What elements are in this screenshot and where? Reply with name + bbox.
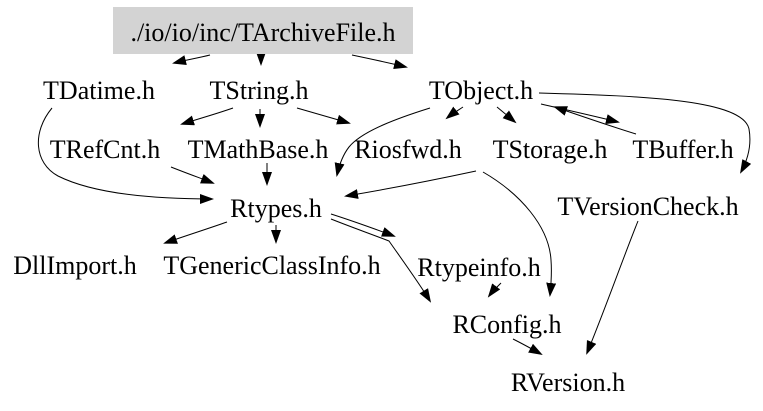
edge-tstring-trefcnt <box>180 107 234 126</box>
node-label-rversion[interactable]: RVersion.h <box>511 368 625 397</box>
edge-rtypeinfo-rconfig <box>487 282 502 298</box>
edge-rtypes-rtypeinfo <box>330 213 396 237</box>
edge-tobject-tstorage <box>496 106 517 124</box>
node-label-tstring[interactable]: TString.h <box>210 76 309 105</box>
root-node-box <box>113 7 413 54</box>
edge-tstorage-rtypes <box>344 170 477 199</box>
edge-tobject-riosfwd <box>445 106 464 120</box>
edge-tarchivefile-tdatime <box>172 54 211 65</box>
edge-rtypes-rconfig <box>330 218 432 303</box>
edge-tstring-riosfwd <box>296 107 351 125</box>
node-label-rtypeinfo[interactable]: Rtypeinfo.h <box>417 253 541 282</box>
node-label-tgenericclassinfo[interactable]: TGenericClassInfo.h <box>163 251 380 280</box>
edge-tobject-rtypes <box>334 107 431 177</box>
edge-tobject-tbuffer <box>540 103 620 124</box>
node-label-tversioncheck[interactable]: TVersionCheck.h <box>557 192 738 221</box>
node-label-riosfwd[interactable]: Riosfwd.h <box>354 135 462 164</box>
node-label-rtypes[interactable]: Rtypes.h <box>230 194 322 223</box>
node-label-tmathbase[interactable]: TMathBase.h <box>188 135 329 164</box>
edge-rconfig-rversion <box>512 338 543 355</box>
node-label-dllimport[interactable]: DllImport.h <box>13 251 137 280</box>
edge-tversioncheck-rversion <box>586 220 639 355</box>
edge-tstorage-rconfig <box>482 171 557 297</box>
node-group: TDatime.h TString.h TObject.h TRefCnt.h … <box>13 76 738 397</box>
edge-tdatime-rtypes <box>38 107 214 204</box>
node-label-trefcnt[interactable]: TRefCnt.h <box>50 135 161 164</box>
node-label-tstorage[interactable]: TStorage.h <box>493 135 608 164</box>
node-label-tbuffer[interactable]: TBuffer.h <box>632 135 733 164</box>
edge-tarchivefile-tobject <box>351 54 408 69</box>
node-label-tdatime[interactable]: TDatime.h <box>43 76 155 105</box>
edge-rtypes-dllimport <box>163 221 228 244</box>
edge-trefcnt-rtypes <box>170 166 215 184</box>
node-label-rconfig[interactable]: RConfig.h <box>452 310 561 339</box>
edge-group <box>38 52 752 355</box>
root-node: ./io/io/inc/TArchiveFile.h <box>113 7 413 54</box>
edge-tobject-tversioncheck <box>538 92 752 174</box>
edge-tbuffer-tobject <box>553 106 637 135</box>
root-node-label: ./io/io/inc/TArchiveFile.h <box>130 18 395 47</box>
node-label-tobject[interactable]: TObject.h <box>429 76 533 105</box>
